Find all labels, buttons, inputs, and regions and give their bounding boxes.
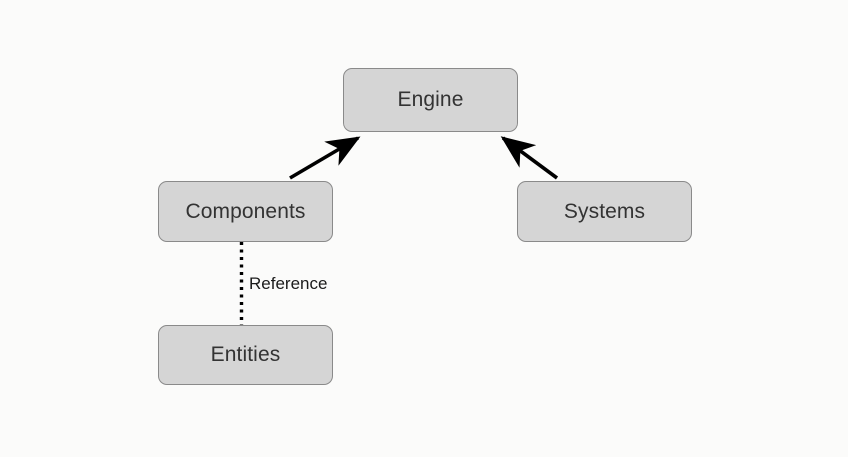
node-components-label: Components [185,199,306,223]
node-engine[interactable]: Engine [343,68,518,132]
node-systems-label: Systems [563,199,646,223]
node-engine-label: Engine [397,88,464,111]
node-entities-label: Entities [210,343,281,366]
edge-systems-to-engine [500,136,559,180]
node-systems[interactable]: Systems [517,181,692,242]
edge-components-to-engine [289,136,361,180]
node-entities[interactable]: Entities [158,325,333,385]
edge-label-reference: Reference [249,274,328,293]
node-components[interactable]: Components [158,181,333,242]
